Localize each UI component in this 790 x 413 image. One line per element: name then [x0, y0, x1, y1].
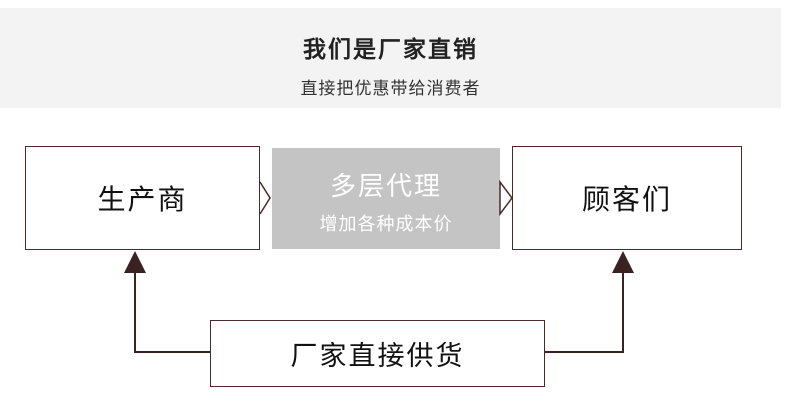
middleman-to-customer-chevron: [499, 179, 513, 217]
producer-box: 生产商: [25, 146, 260, 250]
factory-direct-label: 厂家直接供货: [290, 341, 465, 372]
middleman-title: 多层代理: [329, 172, 442, 202]
factory-direct-box: 厂家直接供货: [210, 320, 545, 387]
customer-box: 顾客们: [512, 146, 742, 250]
customer-arrowhead-icon: [612, 251, 634, 273]
factory-to-customer-line: [545, 270, 624, 353]
producer-to-middleman-chevron: [259, 181, 271, 215]
producer-arrowhead-icon: [124, 251, 146, 273]
factory-to-producer-line: [134, 270, 210, 353]
customer-label: 顾客们: [581, 183, 672, 216]
header-banner: 我们是厂家直销 直接把优惠带给消费者: [0, 8, 781, 108]
middleman-block: 多层代理 增加各种成本价: [272, 148, 500, 249]
banner-subtitle: 直接把优惠带给消费者: [300, 79, 481, 99]
producer-label: 生产商: [97, 183, 188, 216]
banner-title: 我们是厂家直销: [303, 37, 478, 63]
middleman-subtitle: 增加各种成本价: [319, 214, 453, 235]
